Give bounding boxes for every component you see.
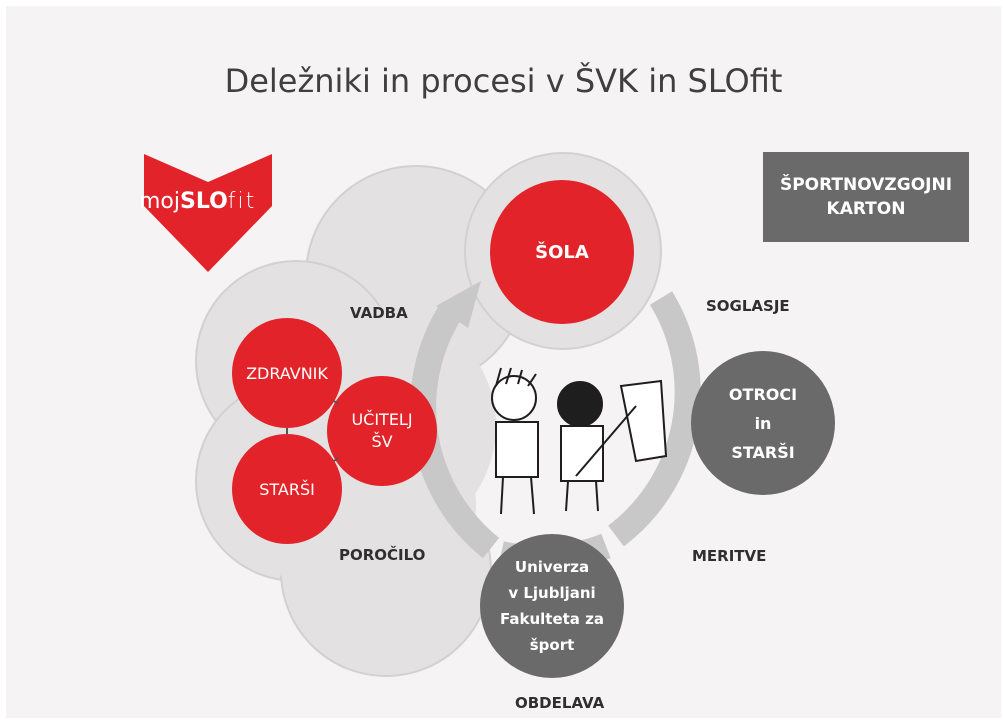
- cycle-arrowhead: [436, 281, 481, 328]
- otroci-label: OTROCI in STARŠI: [691, 378, 835, 468]
- ucitelj-label: UČITELJ ŠV: [327, 406, 437, 456]
- karton-line2: KARTON: [826, 199, 906, 219]
- slide: Deležniki in procesi v ŠVK in SLOfit: [6, 6, 1001, 718]
- univerza-text-2: v Ljubljani: [508, 584, 596, 602]
- karton-line1: ŠPORTNOVZGOJNI: [779, 175, 953, 195]
- connector-zdravnik-ucitelj: [333, 400, 339, 405]
- zdravnik-text: ZDRAVNIK: [246, 363, 328, 383]
- zdravnik-node: [232, 318, 342, 428]
- vadba-label: VADBA: [350, 304, 408, 322]
- logo-text: mojSLOfit: [139, 189, 279, 214]
- otroci-node: [691, 351, 835, 495]
- logo-suffix: fit: [227, 189, 257, 214]
- ucitelj-text-1: UČITELJ: [351, 410, 413, 429]
- ucitelj-text-2: ŠV: [371, 432, 393, 451]
- otroci-text-2: in: [754, 413, 772, 433]
- meritve-label: MERITVE: [692, 547, 767, 565]
- logo-prefix: moj: [139, 189, 181, 214]
- sola-label: ŠOLA: [490, 232, 634, 272]
- sola-node: [490, 180, 634, 324]
- starsi-text: STARŠI: [259, 479, 315, 499]
- univerza-text-3: Fakulteta za: [500, 610, 604, 628]
- connector-starsi-ucitelj: [333, 457, 339, 462]
- otroci-text-3: STARŠI: [731, 442, 795, 462]
- univerza-text-4: šport: [529, 636, 575, 654]
- starsi-node: [232, 434, 342, 544]
- univerza-node: [480, 534, 624, 678]
- logo-bold: SLO: [180, 189, 228, 214]
- otroci-text-1: OTROCI: [728, 384, 798, 404]
- univerza-text-1: Univerza: [514, 558, 590, 576]
- page-title: Deležniki in procesi v ŠVK in SLOfit: [224, 62, 783, 100]
- ucitelj-node: [327, 376, 437, 486]
- sola-text: ŠOLA: [535, 241, 589, 263]
- soglasje-label: SOGLASJE: [706, 297, 790, 315]
- starsi-label: STARŠI: [232, 474, 342, 504]
- zdravnik-label: ZDRAVNIK: [232, 358, 342, 388]
- cycle-arc-right: [608, 291, 701, 547]
- porocilo-label: POROČILO: [339, 546, 426, 564]
- sportnovzgojni-karton-box: ŠPORTNOVZGOJNI KARTON: [763, 152, 969, 242]
- obdelava-label: OBDELAVA: [515, 694, 605, 712]
- univerza-label: Univerza v Ljubljani Fakulteta za šport: [480, 553, 624, 659]
- mojslofit-logo: [144, 154, 272, 272]
- stakeholder-diagram: [144, 152, 835, 678]
- kids-illustration: [491, 367, 668, 515]
